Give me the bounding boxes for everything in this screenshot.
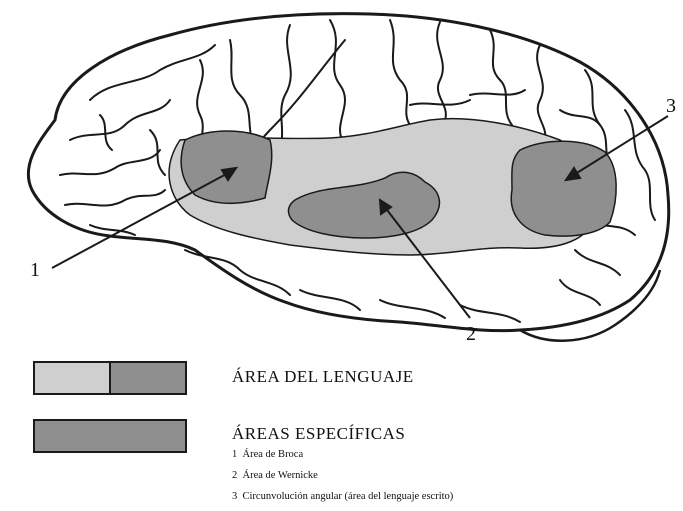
legend-swatch-language-area [34,362,186,394]
legend-item-3: 3 Circunvolución angular (área del lengu… [232,491,453,502]
callout-number-3: 3 [666,95,676,117]
callout-number-2: 2 [466,323,476,345]
legend-item-number: 3 [232,491,237,502]
legend-item-text: Área de Wernicke [243,470,318,481]
legend-item-number: 2 [232,470,237,481]
legend-item-text: Circunvolución angular (área del lenguaj… [243,491,454,502]
legend-specific-areas-label: ÁREAS ESPECÍFICAS [232,424,405,444]
legend-item-text: Área de Broca [243,449,304,460]
legend-language-area-label: ÁREA DEL LENGUAJE [232,367,414,387]
callout-number-1: 1 [30,259,40,281]
angular-gyrus-region [511,141,616,236]
legend-item-1: 1 Área de Broca [232,449,303,460]
legend-swatch-specific-areas [34,420,186,452]
broca-area-region [181,131,272,203]
legend-item-number: 1 [232,449,237,460]
legend-item-2: 2 Área de Wernicke [232,470,318,481]
